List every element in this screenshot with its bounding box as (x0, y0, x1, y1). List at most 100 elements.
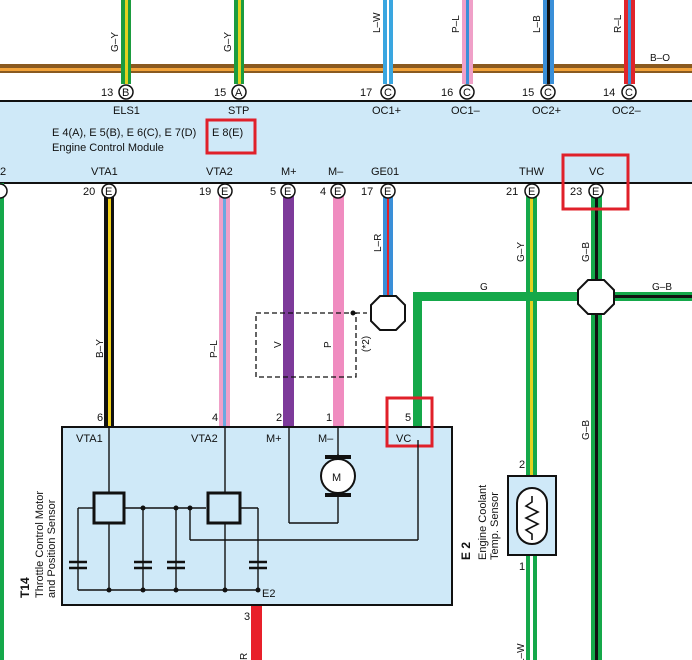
t14-pin-num: 1 (326, 412, 332, 424)
lower-wires (0, 183, 692, 660)
wire-color-oc2p: L–B (532, 15, 543, 33)
wire-color-stp: G–Y (223, 32, 234, 52)
pin-num: 4 (320, 186, 326, 198)
signal-els1: ELS1 (113, 105, 140, 117)
pin-num: 13 (101, 87, 113, 99)
signal-ge01: GE01 (371, 166, 399, 178)
t14-name-1: Throttle Control Motor (34, 491, 46, 598)
t14-signal-vta1: VTA1 (76, 433, 103, 445)
capacitor-icons (69, 560, 267, 570)
wire-color-mminus: P (323, 341, 334, 348)
wire-color-vta2: P–L (209, 340, 220, 358)
wire-color-g: G (480, 282, 488, 293)
e2-pin-bottom: 1 (519, 561, 525, 573)
pin-num: 5 (270, 186, 276, 198)
pin-conn: E (528, 186, 535, 198)
e2-code: E 2 (459, 542, 473, 560)
thermistor-icon (516, 487, 548, 545)
pin-conn: E (221, 186, 228, 198)
signal-vta2: VTA2 (206, 166, 233, 178)
junction-dots (106, 505, 261, 593)
ground-point-icon (370, 295, 406, 331)
pin-conn: E (284, 186, 291, 198)
wire-color-els1: G–Y (110, 32, 121, 52)
position-sensor-1 (92, 491, 126, 525)
pin-conn: C (544, 87, 552, 99)
top-wire-bundle (0, 0, 692, 84)
pin-num: 23 (570, 186, 582, 198)
pin-num: 15 (522, 87, 534, 99)
pin-num: 21 (506, 186, 518, 198)
pin-num: 14 (603, 87, 615, 99)
signal-oc1m: OC1– (451, 105, 481, 117)
signal-stp: STP (228, 105, 249, 117)
wire-color-vc-lower: G–B (581, 420, 592, 440)
wire-color-oc2m: R–L (613, 14, 624, 33)
t14-e2-pin: 3 (244, 611, 250, 623)
t14-signal-vta2: VTA2 (191, 433, 218, 445)
pin-conn: E (105, 186, 112, 198)
e2-name-2: Temp. Sensor (489, 492, 501, 560)
pin-num: 15 (214, 87, 226, 99)
signal-oc1p: OC1+ (372, 105, 401, 117)
t14-pin-num: 6 (97, 412, 103, 424)
pin-conn: C (384, 87, 392, 99)
t14-pin-num: 4 (212, 412, 218, 424)
t14-code: T14 (18, 577, 32, 598)
t14-signal-mminus: M– (318, 433, 334, 445)
shield-box (255, 312, 357, 378)
splice-point-icon (577, 279, 615, 315)
t14-pin-num: 2 (276, 412, 282, 424)
ecm-bottom-pins: 20 E 19 E 5 E 4 E 17 E 21 E 23 E (0, 183, 604, 199)
highlight-box-t14-vc (385, 396, 434, 448)
pin-num: 20 (83, 186, 95, 198)
ecm-name: Engine Control Module (52, 142, 164, 154)
wire-color-mplus: V (273, 341, 284, 348)
t14-e2-label: E2 (262, 588, 275, 600)
t14-signal-mplus: M+ (266, 433, 282, 445)
pin-conn: B (122, 87, 129, 99)
pin-num: 17 (360, 87, 372, 99)
highlight-box-e8 (205, 118, 257, 155)
wire-color-oc1m: P–L (451, 15, 462, 33)
wire-color-ge01: L–R (373, 234, 384, 252)
signal-mminus: M– (328, 166, 344, 178)
pin-conn: E (334, 186, 341, 198)
t14-module (61, 426, 453, 606)
pin-conn: C (463, 87, 471, 99)
highlight-box-vc (561, 153, 630, 211)
shield-note: (*2) (361, 336, 372, 352)
ecm-top-pins: 13 B ELS1 15 A STP 17 C OC1+ 16 C OC1– 1… (101, 84, 642, 117)
e2-name-1: Engine Coolant (477, 485, 489, 560)
wire-color-thw: G–Y (516, 242, 527, 262)
signal-thw: THW (519, 166, 545, 178)
t14-name-2: and Position Sensor (46, 499, 58, 598)
pin-num: 16 (441, 87, 453, 99)
wire-color-vc: G–B (581, 242, 592, 262)
signal-oc2p: OC2+ (532, 105, 561, 117)
ecm-module (0, 100, 692, 184)
pin-conn: E (384, 186, 391, 198)
signal-left-partial: 2 (0, 166, 6, 178)
pin-conn: C (625, 87, 633, 99)
ecm-connector-highlight: E 8(E) (212, 127, 243, 139)
signal-vc: VC (589, 166, 604, 178)
signal-oc2m: OC2– (612, 105, 642, 117)
t14-pin-num: 5 (405, 412, 411, 424)
pin-num: 17 (361, 186, 373, 198)
wire-color-g-right: G–B (652, 282, 672, 293)
wire-color-e2-red: R (239, 653, 250, 660)
wire-color-oc1p: L–W (372, 12, 383, 33)
pin-conn: E (592, 186, 599, 198)
e2-pin-top: 2 (519, 459, 525, 471)
wire-color-e2-bottom: L–W (516, 643, 527, 660)
position-sensor-2 (206, 491, 242, 525)
pin-num: 19 (199, 186, 211, 198)
signal-mplus: M+ (281, 166, 297, 178)
pin-conn: A (235, 87, 243, 99)
ecm-connectors: E 4(A), E 5(B), E 6(C), E 7(D) (52, 127, 196, 139)
wire-color-vta1: B–Y (95, 339, 106, 358)
motor-label: M (332, 472, 341, 484)
signal-vta1: VTA1 (91, 166, 118, 178)
